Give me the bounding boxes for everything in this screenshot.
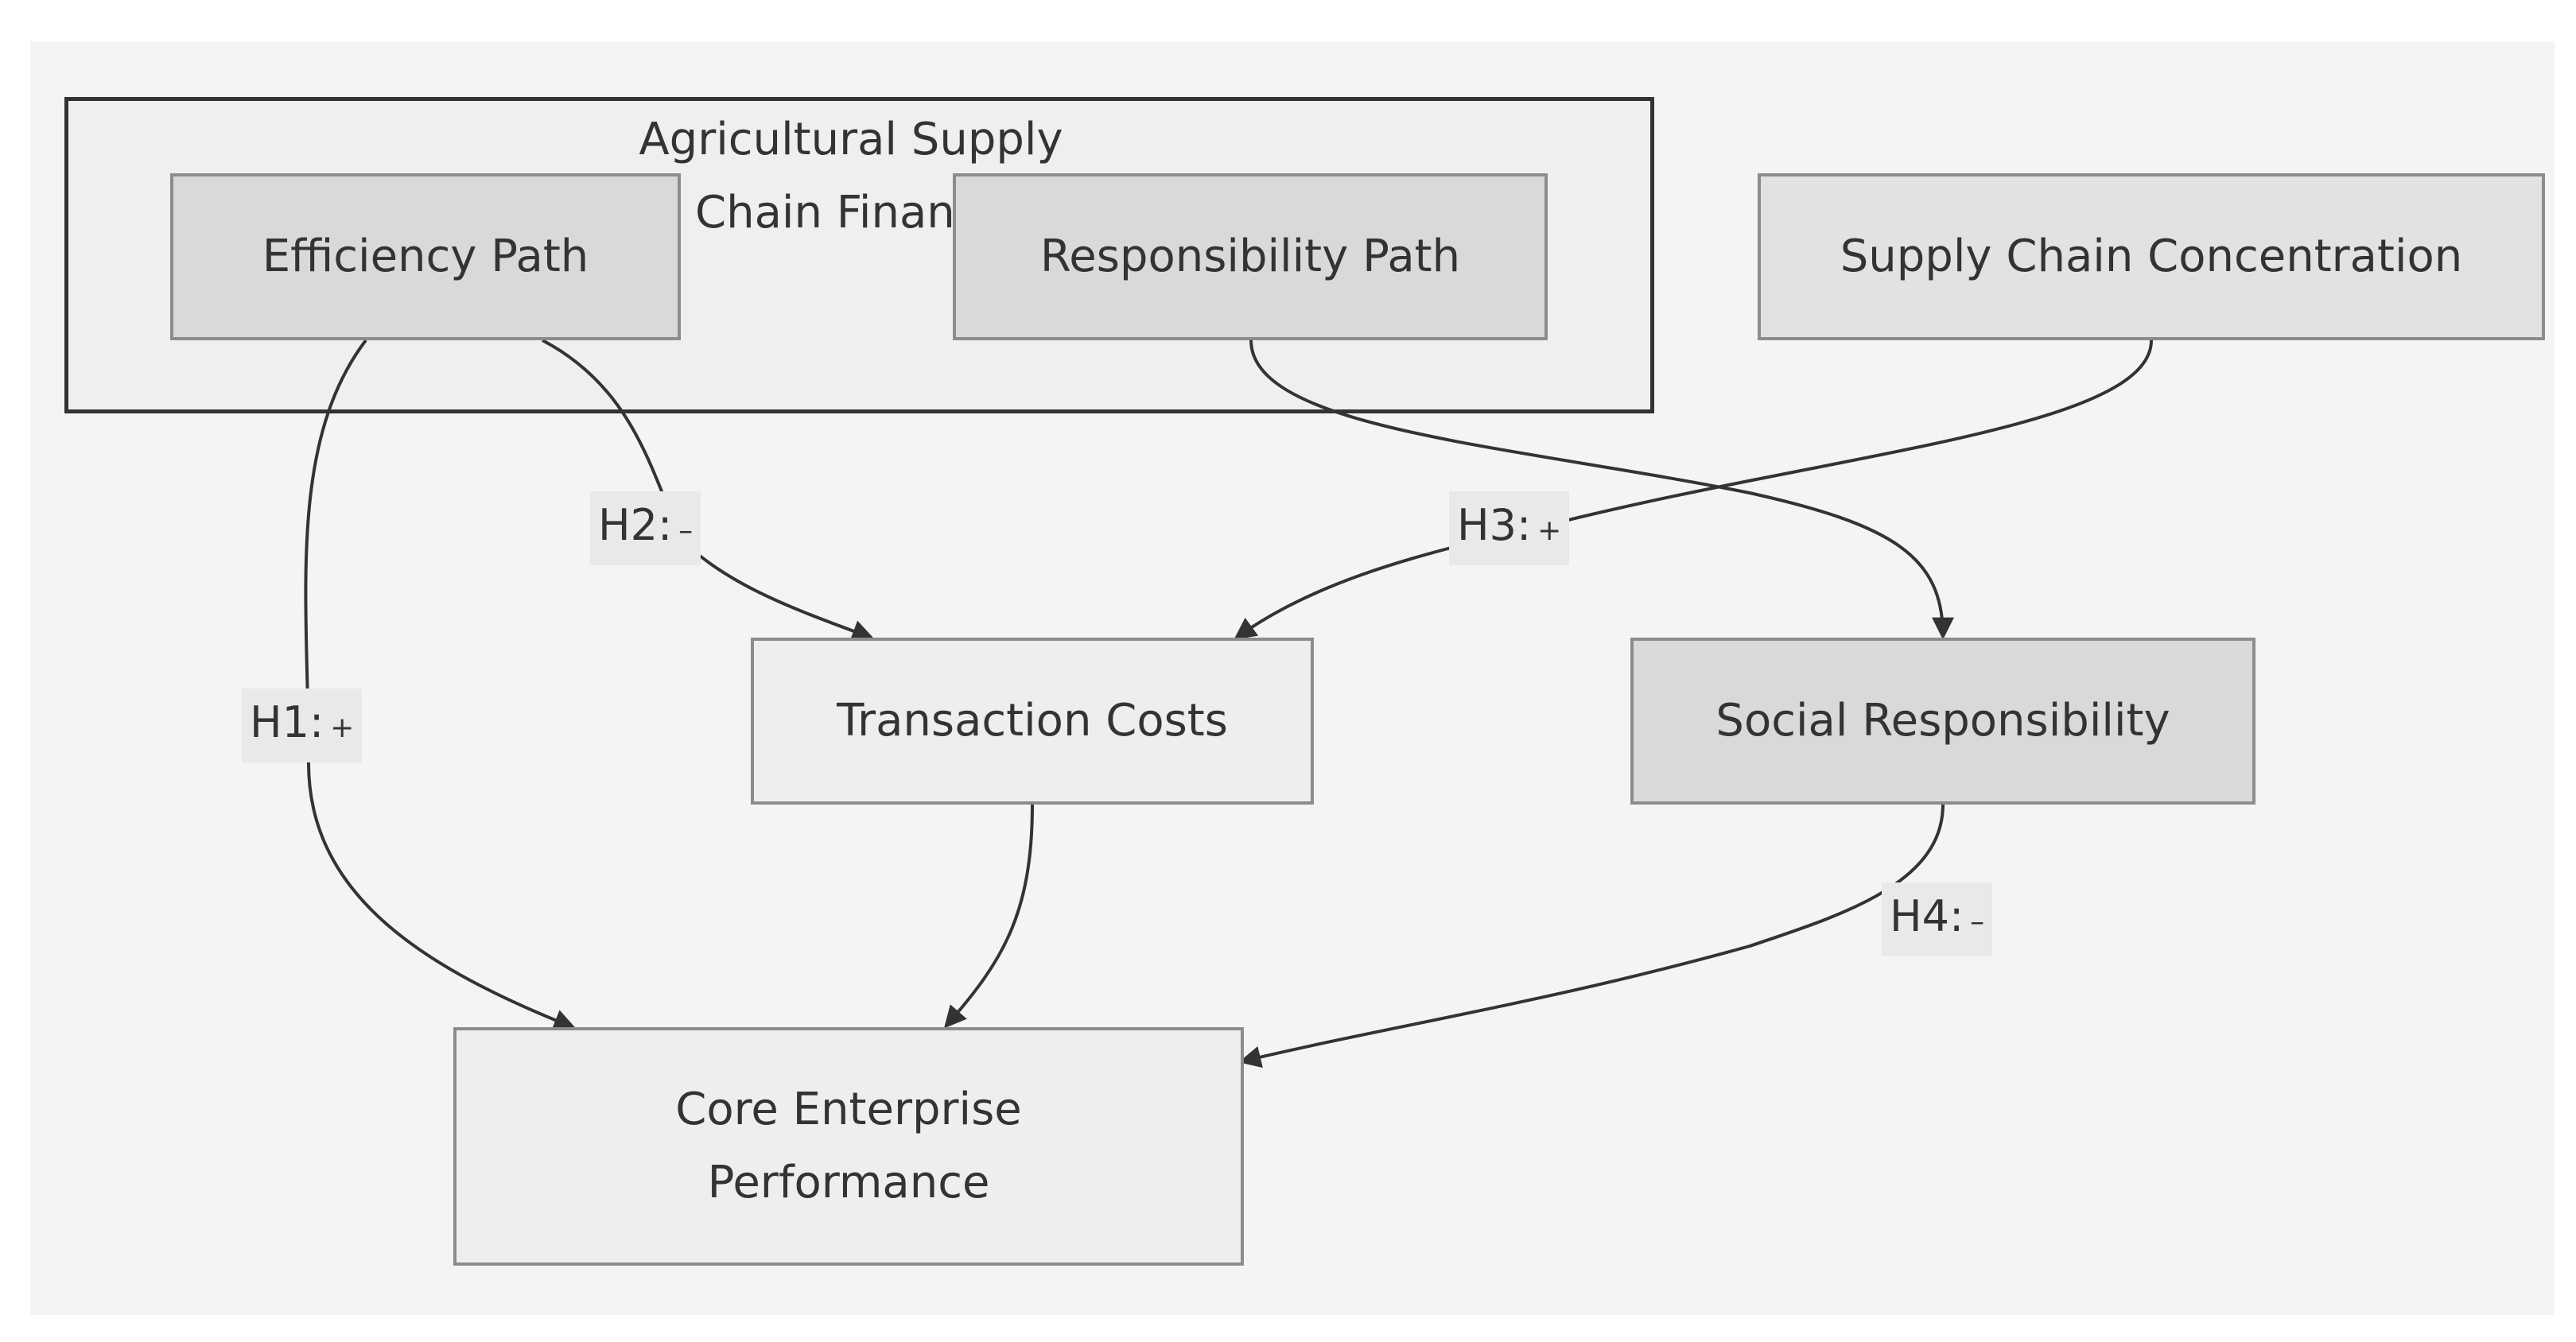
- node-efficiency-path: Efficiency Path: [170, 173, 681, 340]
- edge-label-h1: H1:+: [242, 688, 363, 762]
- edge-label-h3: H3:+: [1449, 491, 1570, 565]
- node-core-enterprise-performance: Core Enterprise Performance: [453, 1027, 1244, 1266]
- node-responsibility-path: Responsibility Path: [953, 173, 1548, 340]
- edge-label-h2: H2:–: [590, 491, 701, 565]
- edge-label-h4: H4:–: [1882, 882, 1993, 956]
- edge-h1: [304, 339, 577, 1031]
- edge-h2: [542, 339, 875, 642]
- edge-sign: +: [1537, 514, 1562, 547]
- edge-responsibility-to-social: [1249, 339, 1954, 640]
- node-label: Supply Chain Concentration: [1840, 231, 2463, 282]
- edge-label-text: H1:: [250, 697, 324, 747]
- edge-sign: –: [678, 514, 694, 547]
- node-label: Efficiency Path: [262, 231, 589, 282]
- edge-label-text: H3:: [1457, 500, 1532, 550]
- edge-label-text: H4:: [1890, 891, 1964, 941]
- edge-sign: –: [1970, 906, 1985, 938]
- edge-sign: +: [330, 712, 355, 744]
- node-label: Transaction Costs: [837, 695, 1228, 747]
- node-label: Social Responsibility: [1715, 695, 2170, 747]
- edge-transaction-to-core: [943, 804, 1034, 1029]
- edge-h4: [1238, 804, 1945, 1069]
- node-supply-chain-concentration: Supply Chain Concentration: [1758, 173, 2545, 340]
- node-label: Core Enterprise Performance: [675, 1084, 1022, 1208]
- node-label: Responsibility Path: [1039, 231, 1461, 282]
- edge-label-text: H2:: [598, 500, 673, 550]
- edge-h3: [1234, 339, 2153, 640]
- node-transaction-costs: Transaction Costs: [751, 638, 1314, 805]
- node-social-responsibility: Social Responsibility: [1630, 638, 2255, 805]
